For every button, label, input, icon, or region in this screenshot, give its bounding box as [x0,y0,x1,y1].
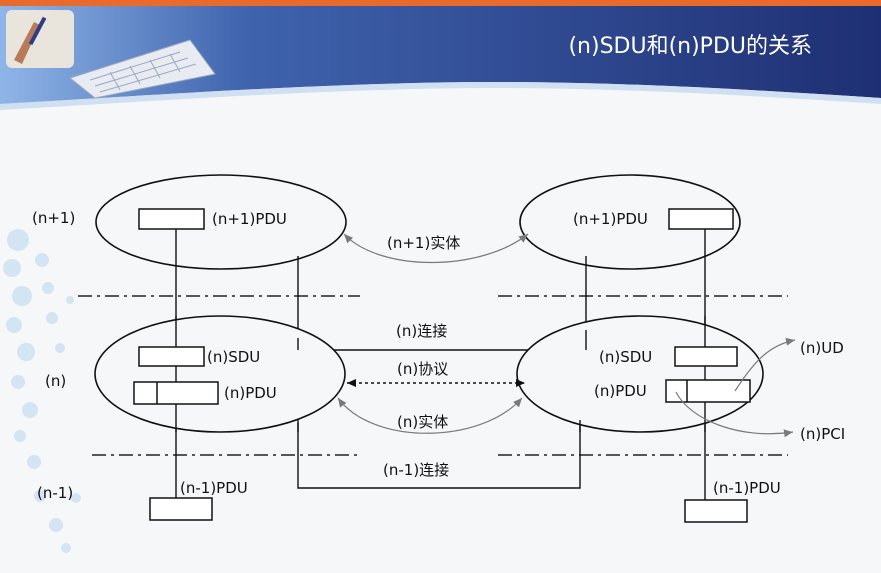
right-n-entity-ellipse [516,315,764,433]
left-n-plus-1-entity-ellipse [95,174,347,270]
background-dots [3,229,81,553]
n-connection-line [297,256,587,351]
right-n-plus-1-pdu-box [668,208,734,230]
n-protocol-label: (n)协议 [397,360,448,378]
n-entity-label: (n)实体 [397,413,448,431]
left-n-plus-1-pdu-label: (n+1)PDU [212,210,287,228]
left-n-entity-ellipse [94,315,346,433]
n-connection-label: (n)连接 [396,322,447,340]
left-n-minus-1-pdu-label: (n-1)PDU [180,479,248,497]
right-n-sdu-box [674,346,738,367]
n-plus-1-entity-label: (n+1)实体 [387,234,460,252]
right-n-minus-1-pdu-box [684,499,748,523]
right-n-minus-1-pdu-label: (n-1)PDU [713,479,781,497]
header-top-stripe [0,0,881,6]
n-minus-1-connection-line [297,423,581,489]
left-n-sdu-label: (n)SDU [207,348,260,366]
n-minus-1-connection-label: (n-1)连接 [383,461,449,479]
pci-pointer-arrow [675,391,794,438]
right-n-pdu-label: (n)PDU [594,382,647,400]
slide-header: (n)SDU和(n)PDU的关系 [0,0,881,110]
pci-label: (n)PCI [800,425,845,443]
header-band [0,6,881,104]
layer-label-n-minus-1: (n-1) [37,484,73,502]
ud-pointer-arrow [734,337,796,392]
left-n-pdu-label: (n)PDU [224,384,277,402]
right-n-sdu-label: (n)SDU [599,348,652,366]
slide-title: (n)SDU和(n)PDU的关系 [568,34,812,59]
ud-label: (n)UD [800,339,844,357]
right-n-plus-1-entity-ellipse [519,174,741,270]
layer-label-n: (n) [45,372,66,390]
left-n-minus-1-pdu-box [149,497,213,521]
layer-separators [78,295,788,456]
n-plus-1-entity-arrow [343,233,529,263]
right-n-pdu-box [665,379,751,403]
inner-verticals [175,316,706,432]
hand-pen-icon [6,10,74,68]
left-n-pdu-box [133,381,219,405]
n-entity-arrow [337,397,523,434]
left-n-plus-1-pdu-box [138,208,205,230]
left-n-sdu-box [138,346,205,367]
header-wave [0,81,881,110]
right-n-plus-1-pdu-label: (n+1)PDU [573,210,648,228]
layer-label-n-plus-1: (n+1) [32,209,75,227]
keyboard-icon [68,39,216,99]
